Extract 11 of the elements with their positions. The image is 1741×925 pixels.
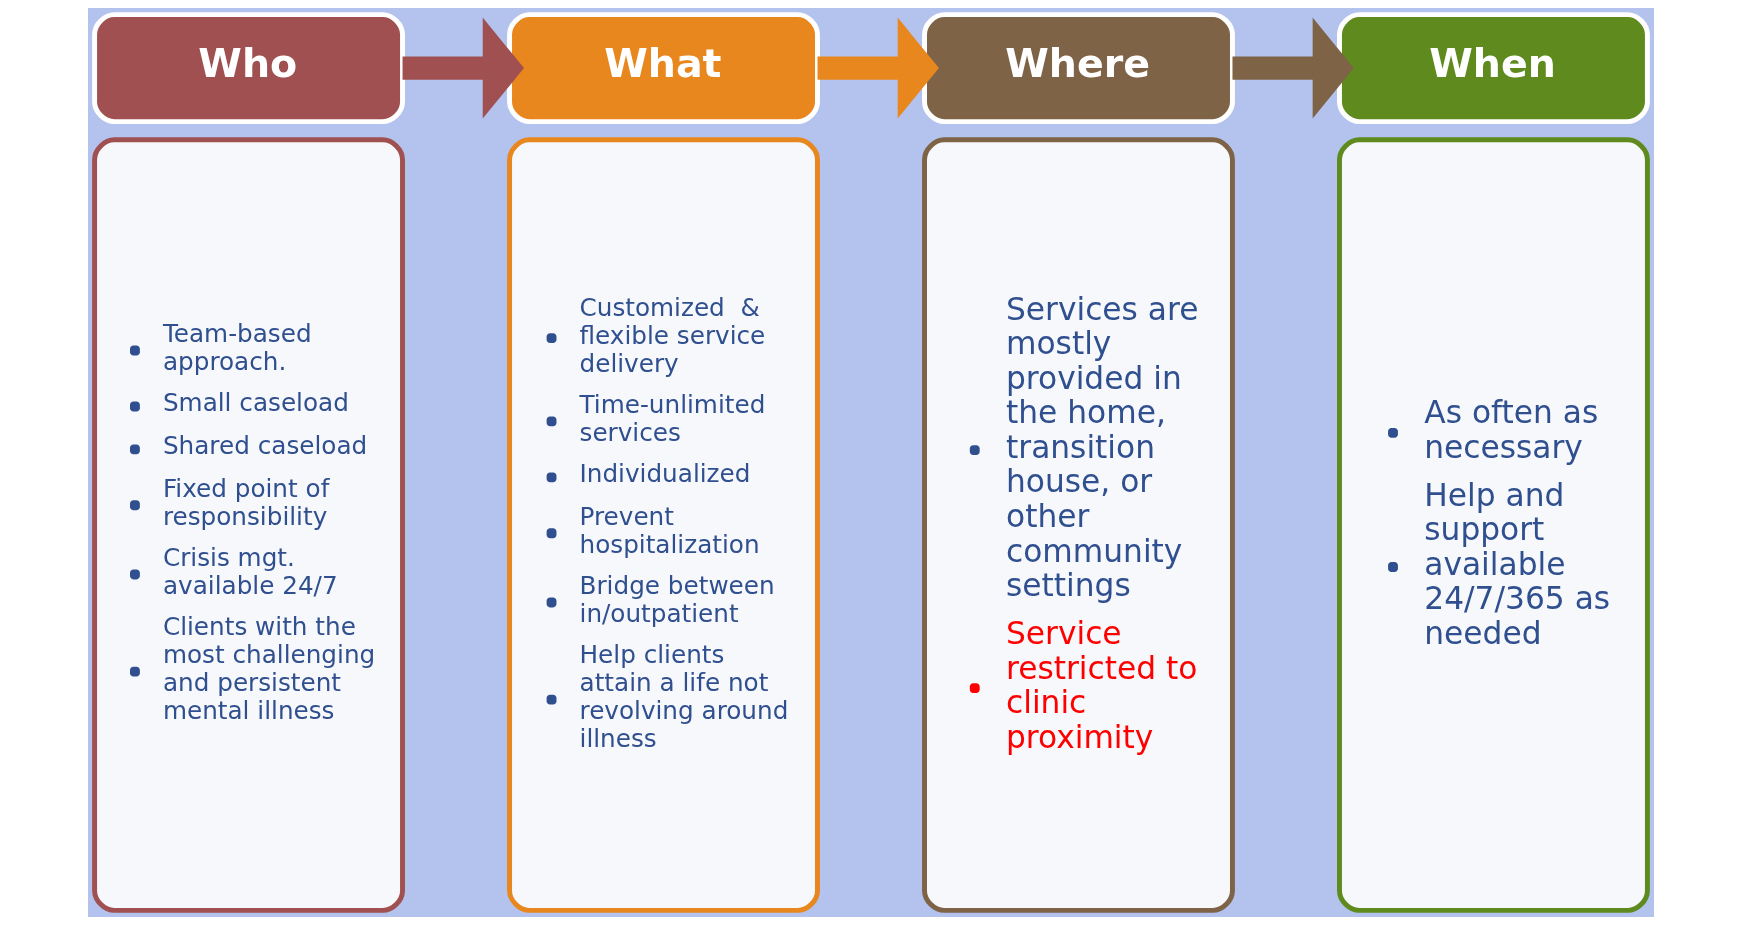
node-box: Who — [91, 12, 405, 125]
node-box: Team-based approach. Small caseload Shared caseload Fixed point of responsibility Crisis mgt. available 24/7 Clients with the most challenging and persistent mental illness — [91, 137, 405, 913]
node-box: Services are mostly provided in the home, transition house, or other community settings Service restricted to clinic proximity — [921, 137, 1235, 913]
node-box: What — [506, 12, 820, 125]
arrow — [402, 17, 524, 119]
node-box: As often as necessary Help and support available 24/7/365 as needed — [1336, 137, 1650, 913]
arrow — [1232, 17, 1354, 119]
arrow — [817, 17, 939, 119]
node-box: When — [1336, 12, 1650, 125]
node-box: Customized & flexible service delivery Time-unlimited services Individualized Prevent hospitalization Bridge between in/outpatient Help clients attain a life not revolving around illness — [506, 137, 820, 913]
node-box: Where — [921, 12, 1235, 125]
